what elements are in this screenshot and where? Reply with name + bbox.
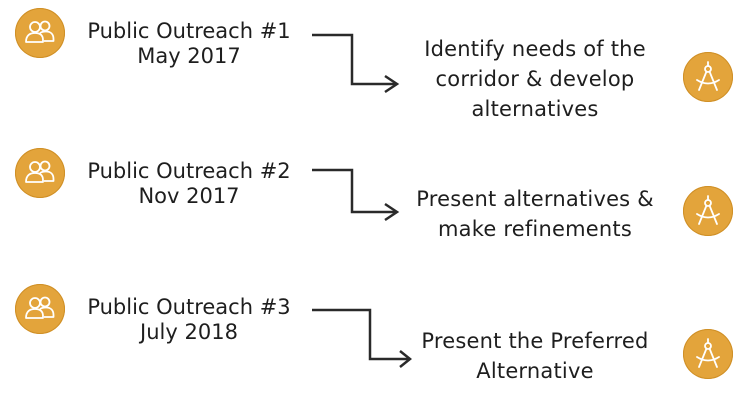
goal-line: Present the Preferred	[421, 329, 649, 353]
connector-arrow	[312, 33, 400, 94]
meeting-title: Public Outreach #1	[87, 19, 291, 43]
connector-arrow	[312, 168, 400, 222]
meeting-date: May 2017	[137, 44, 241, 68]
meeting-date: Nov 2017	[138, 184, 240, 208]
people-icon	[15, 284, 65, 334]
meeting-title: Public Outreach #2	[87, 159, 291, 183]
outreach-step-1: Public Outreach #1 May 2017 Identify nee…	[0, 0, 750, 125]
goal-line: Identify needs of the	[424, 37, 646, 61]
goal-text: Identify needs of the corridor & develop…	[395, 34, 675, 124]
people-icon	[15, 148, 65, 198]
goal-line: make refinements	[438, 217, 632, 241]
people-icon	[15, 8, 65, 58]
outreach-step-3: Public Outreach #3 July 2018 Present the…	[0, 276, 750, 401]
goal-line: Alternative	[476, 359, 594, 383]
outreach-timeline: { "steps": [ { "meeting_title": "Public …	[0, 0, 750, 383]
goal-line: alternatives	[471, 97, 599, 121]
compass-icon	[683, 329, 733, 379]
goal-line: corridor & develop	[435, 67, 635, 91]
meeting-date: July 2018	[140, 320, 238, 344]
goal-text: Present alternatives & make refinements	[395, 184, 675, 244]
goal-line: Present alternatives &	[416, 187, 654, 211]
meeting-title: Public Outreach #3	[87, 295, 291, 319]
goal-text: Present the Preferred Alternative	[395, 326, 675, 386]
compass-icon	[683, 186, 733, 236]
outreach-step-2: Public Outreach #2 Nov 2017 Present alte…	[0, 140, 750, 265]
connector-arrow	[312, 308, 413, 368]
compass-icon	[683, 52, 733, 102]
